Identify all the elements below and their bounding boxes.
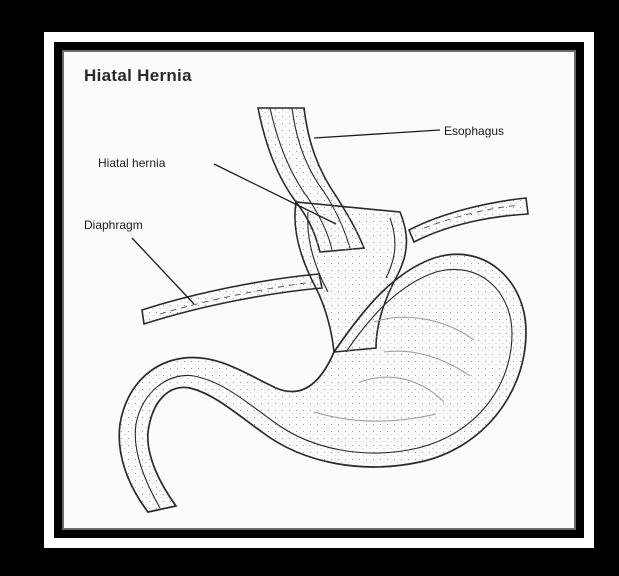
esophagus-leader-line bbox=[314, 130, 440, 138]
label-hiatal-hernia: Hiatal hernia bbox=[98, 156, 165, 170]
diagram-panel: Hiatal Hernia bbox=[62, 50, 576, 530]
diaphragm-right bbox=[409, 198, 528, 242]
label-esophagus: Esophagus bbox=[444, 124, 504, 138]
diaphragm-leader-line bbox=[132, 238, 194, 304]
label-diaphragm: Diaphragm bbox=[84, 218, 143, 232]
diaphragm-left bbox=[142, 274, 322, 324]
